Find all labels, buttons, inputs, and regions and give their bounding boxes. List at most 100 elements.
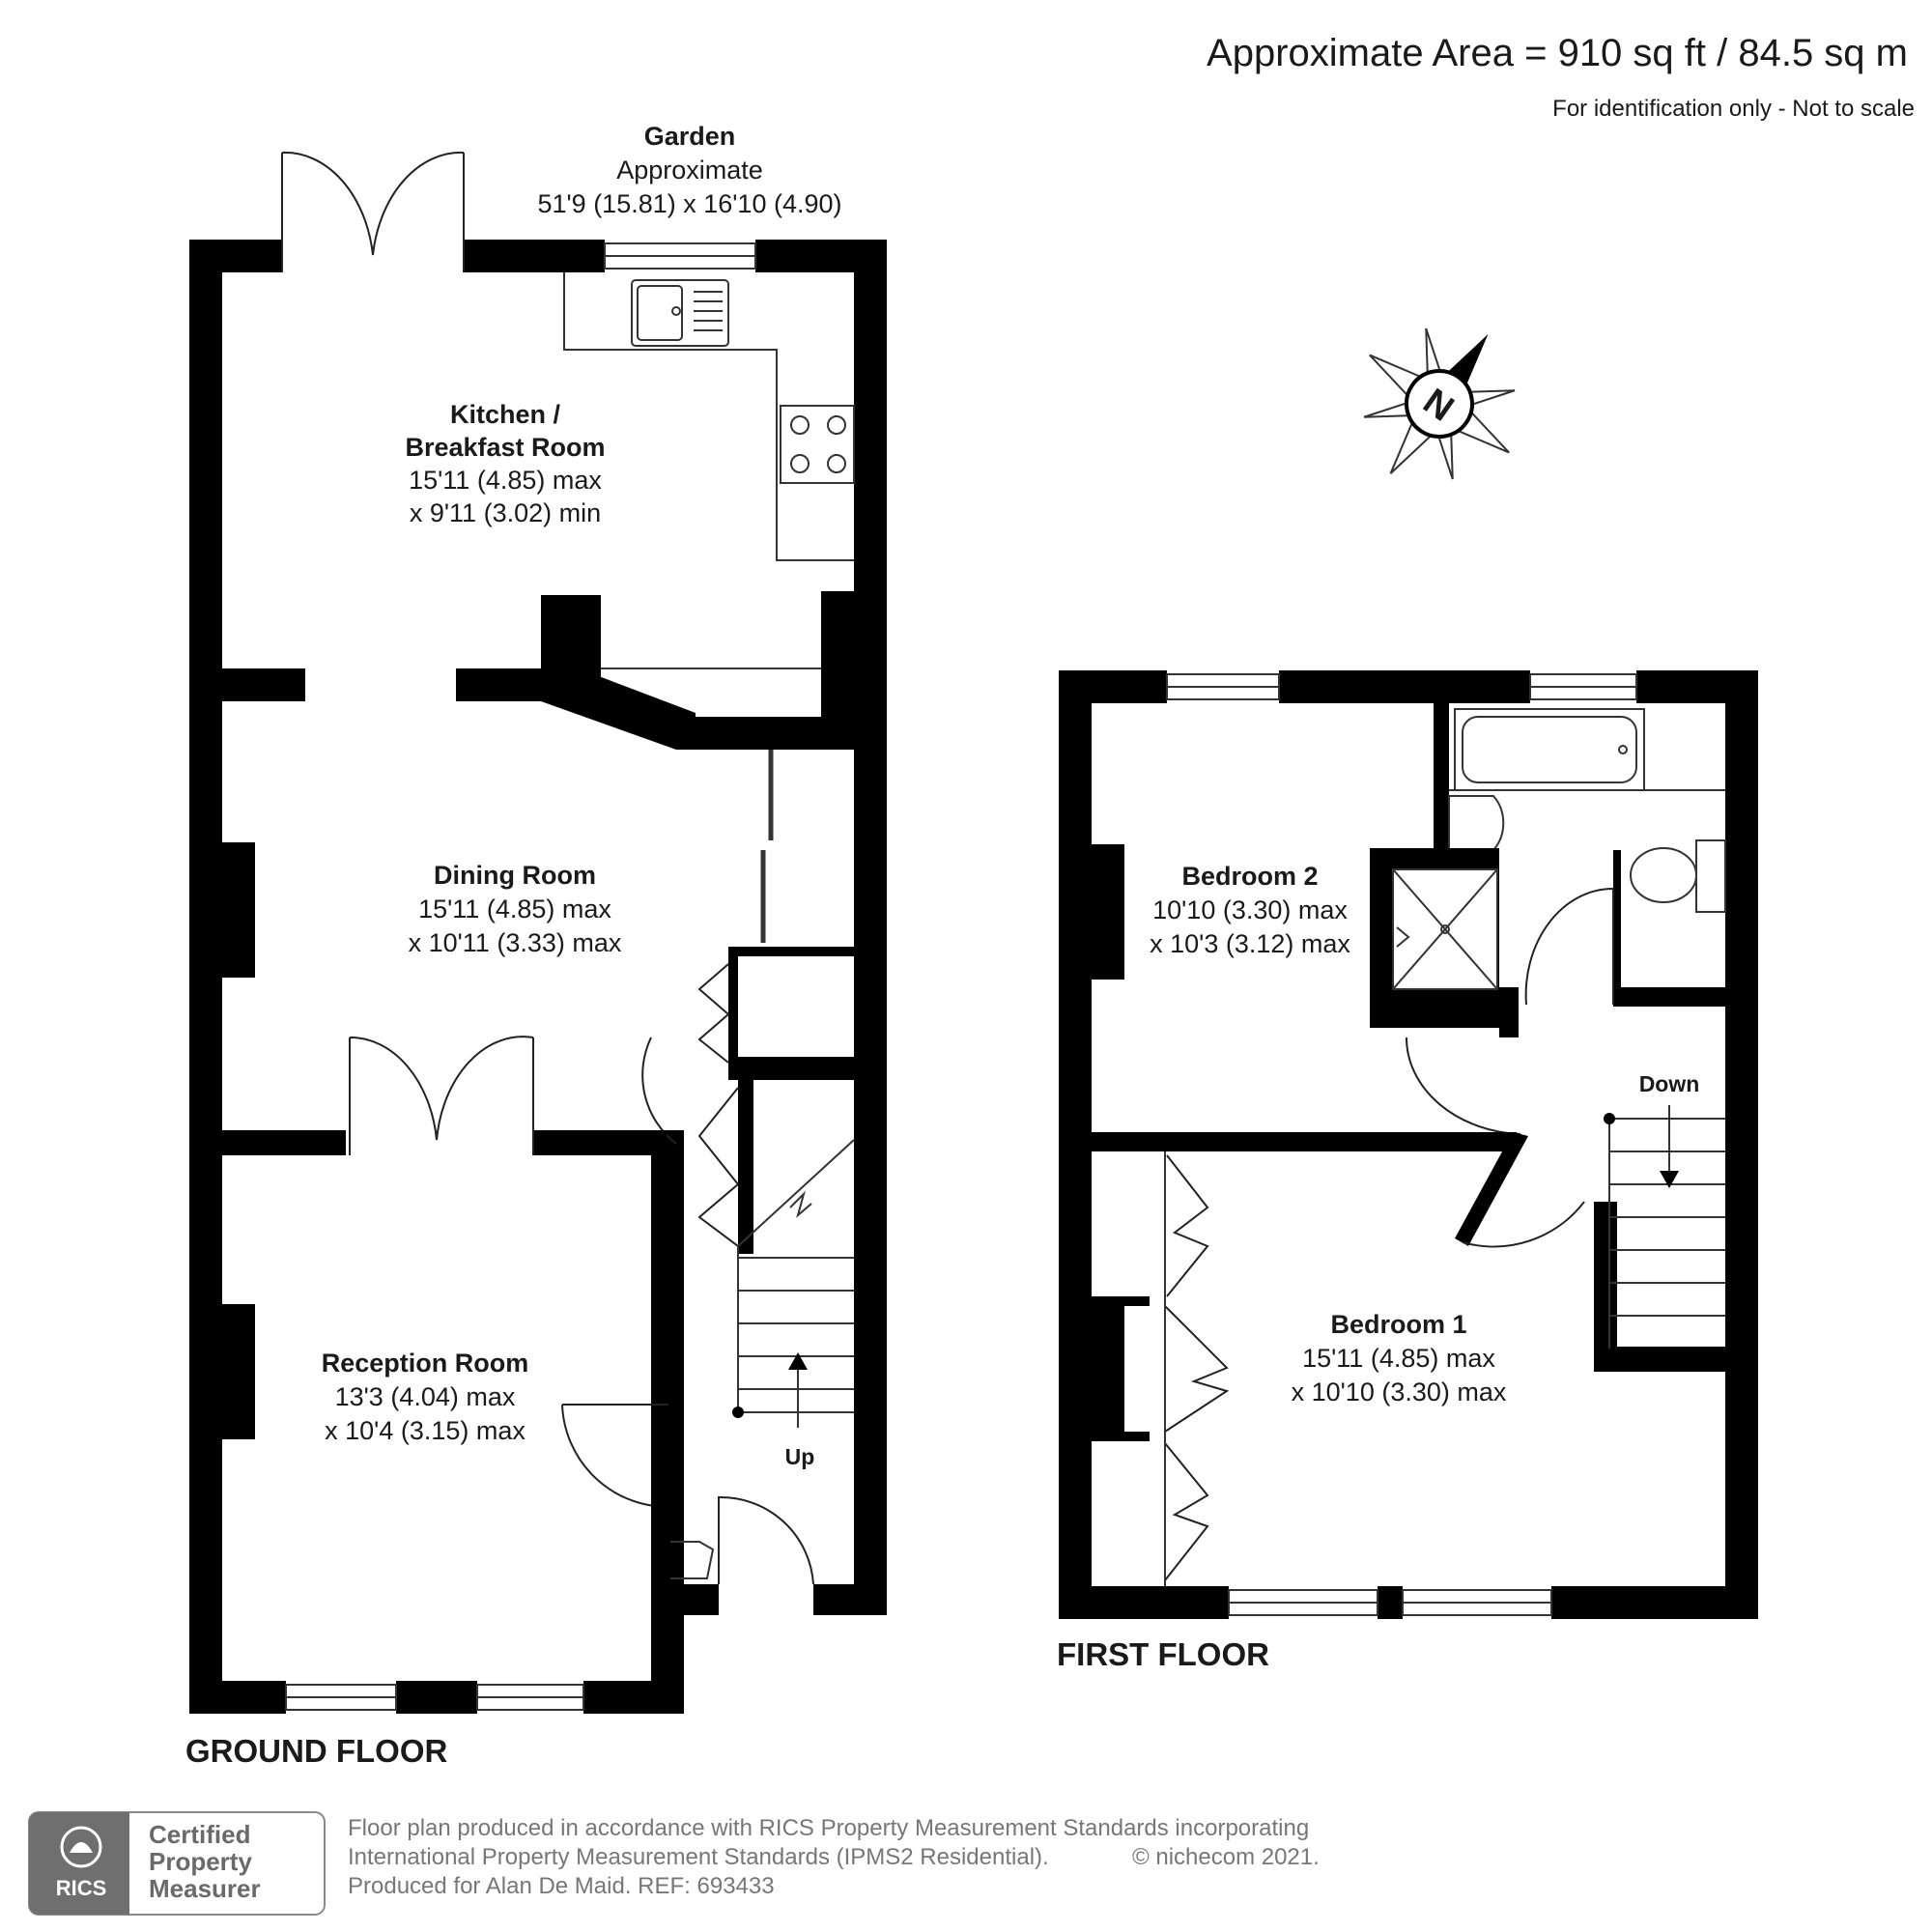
bath-inner	[1462, 716, 1637, 783]
stairs-up-label: Up	[785, 1444, 815, 1469]
room-name: Dining Room	[434, 861, 596, 890]
room-name: Reception Room	[322, 1349, 529, 1378]
door-swing	[1524, 887, 1614, 1006]
wall	[728, 947, 738, 1063]
wall	[1594, 1347, 1725, 1372]
garden-dimensions: 51'9 (15.81) x 16'10 (4.90)	[537, 189, 841, 218]
wall	[728, 947, 854, 956]
kitchen-worktop	[563, 272, 854, 561]
wall	[464, 240, 605, 272]
toilet-bowl	[1630, 847, 1697, 903]
wall	[651, 1493, 668, 1681]
wall	[189, 240, 222, 1712]
wall	[396, 1681, 477, 1714]
door-swing	[1405, 1037, 1521, 1135]
rics-badge: RICS Certified Property Measurer	[28, 1811, 326, 1916]
first-floor-label: FIRST FLOOR	[1057, 1636, 1269, 1672]
door-swing	[641, 1037, 677, 1145]
fireplace	[222, 842, 255, 978]
wall	[189, 1681, 286, 1714]
meter-cupboard	[670, 1541, 715, 1579]
badge-line: Certified	[149, 1820, 250, 1849]
wall	[1092, 1132, 1517, 1151]
room-dimensions: 15'11 (4.85) max	[418, 895, 611, 923]
wall	[1455, 1132, 1528, 1246]
wall	[1613, 987, 1725, 1007]
fireplace	[1092, 844, 1124, 980]
french-door-swing	[349, 1036, 534, 1155]
toilet-cistern	[1695, 839, 1726, 913]
wall	[1059, 670, 1092, 1619]
wardrobe-door	[1166, 1154, 1209, 1297]
ground-floor-label: GROUND FLOOR	[185, 1733, 447, 1769]
staircase-down	[1604, 1105, 1725, 1349]
wall	[813, 1584, 887, 1615]
wall	[728, 1057, 887, 1080]
footer-line: Floor plan produced in accordance with R…	[348, 1815, 1309, 1841]
rics-lion-icon	[60, 1826, 102, 1868]
door-swing	[1462, 1201, 1585, 1248]
wall	[1092, 1296, 1150, 1306]
room-dimensions: 13'3 (4.04) max	[335, 1382, 516, 1411]
cupboard-door	[697, 963, 730, 1064]
wall	[854, 240, 887, 1615]
wall	[821, 591, 854, 736]
french-door-swing	[281, 151, 465, 272]
front-door-swing	[718, 1495, 814, 1585]
rics-logo-text: RICS	[56, 1876, 107, 1900]
wall	[1499, 987, 1519, 1037]
room-name: Breakfast Room	[405, 433, 605, 462]
sink-bowl	[637, 285, 683, 341]
first-floor-plan	[1059, 670, 1758, 1619]
wall	[1092, 1432, 1150, 1441]
wall	[189, 240, 282, 272]
wall	[1613, 850, 1621, 1005]
wall	[533, 1130, 665, 1155]
wall	[189, 1130, 346, 1155]
compass	[1363, 327, 1516, 480]
room-dimensions: x 10'3 (3.12) max	[1150, 929, 1350, 958]
room-dimensions: x 10'11 (3.33) max	[409, 928, 622, 957]
wall	[1059, 670, 1167, 703]
footer-copyright: © nichecom 2021.	[1132, 1844, 1320, 1870]
room-dimensions: x 10'10 (3.30) max	[1292, 1378, 1507, 1406]
wall	[651, 1130, 667, 1410]
badge-line: Property	[149, 1847, 252, 1876]
garden-label: Garden	[644, 122, 736, 151]
approximate-area: Approximate Area = 910 sq ft / 84.5 sq m	[1207, 32, 1908, 74]
wardrobe	[1092, 1306, 1124, 1432]
scale-note: For identification only - Not to scale	[1552, 96, 1915, 122]
wall	[1378, 1586, 1403, 1619]
staircase-up	[732, 1139, 855, 1428]
wall	[541, 676, 696, 750]
fireplace	[222, 1304, 255, 1439]
wall	[1434, 676, 1449, 850]
cupboard-door	[697, 1087, 740, 1247]
wall	[738, 1080, 753, 1254]
wall	[189, 668, 305, 701]
wardrobe-door	[1164, 1442, 1209, 1581]
wall	[1279, 670, 1530, 703]
room-dimensions: 10'10 (3.30) max	[1152, 895, 1348, 924]
room-dimensions: 15'11 (4.85) max	[1302, 1344, 1495, 1373]
room-name: Bedroom 2	[1181, 862, 1318, 891]
room-name: Bedroom 1	[1330, 1310, 1466, 1339]
room-dimensions: x 10'4 (3.15) max	[325, 1416, 526, 1445]
footer-line: International Property Measurement Stand…	[348, 1844, 1049, 1870]
wall	[1551, 1586, 1758, 1619]
wall	[692, 717, 887, 750]
room-dimensions: x 9'11 (3.02) min	[410, 498, 601, 527]
footer-line: Produced for Alan De Maid. REF: 693433	[348, 1873, 775, 1899]
badge-line: Measurer	[149, 1874, 261, 1903]
room-dimensions: 15'11 (4.85) max	[409, 466, 602, 495]
stairs-down-label: Down	[1639, 1071, 1700, 1096]
ground-floor-plan	[189, 151, 887, 1714]
hob	[780, 405, 855, 484]
room-name: Kitchen /	[450, 400, 561, 429]
door-swing	[561, 1404, 669, 1508]
wardrobe-door	[1164, 1305, 1230, 1433]
wall	[1059, 1586, 1229, 1619]
wall	[1594, 1202, 1617, 1372]
wall	[1725, 670, 1758, 1619]
